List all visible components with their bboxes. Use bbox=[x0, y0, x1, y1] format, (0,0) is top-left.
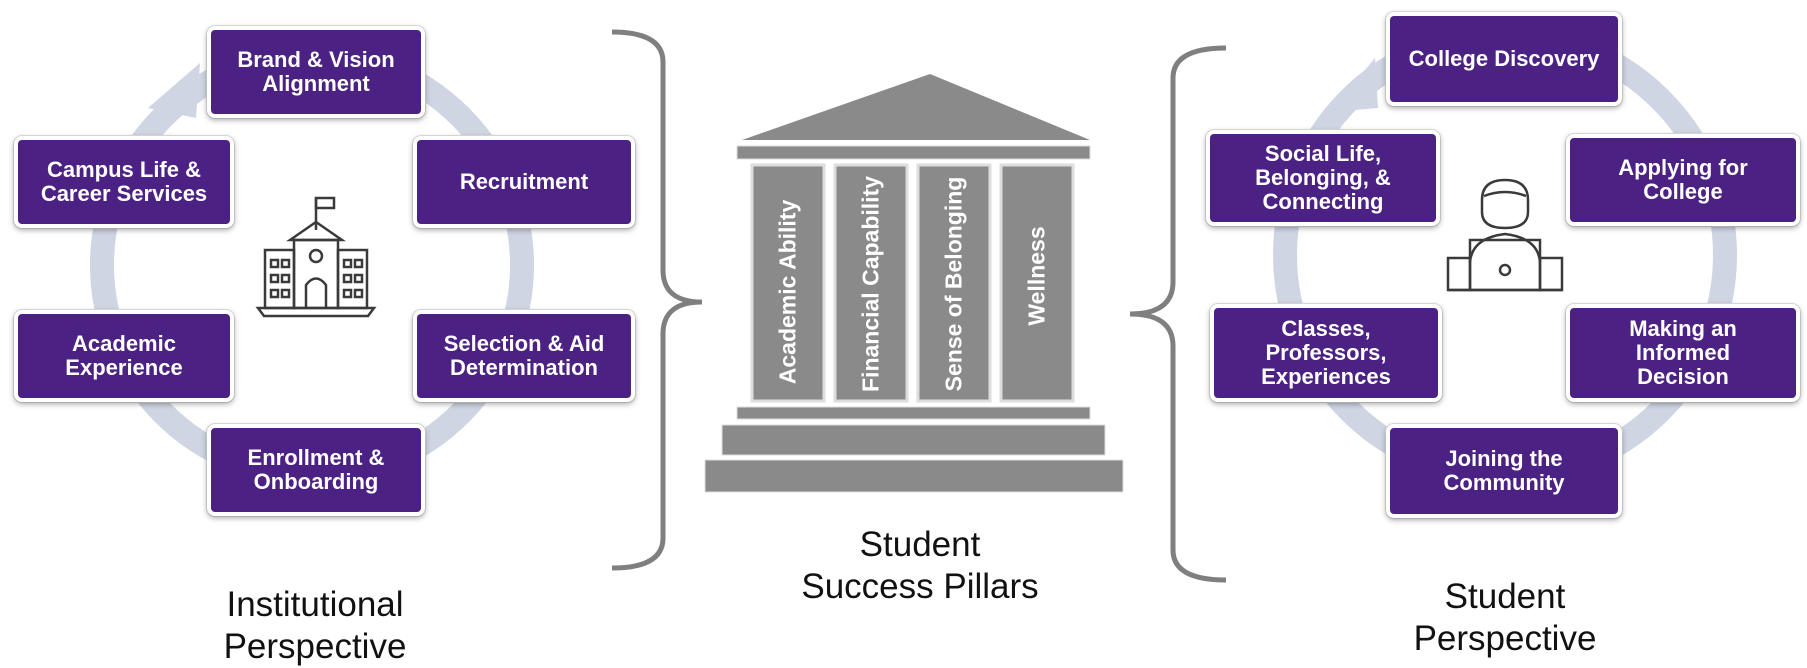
right-bracket bbox=[1129, 45, 1227, 583]
pillar-academic-ability: Academic Ability bbox=[774, 199, 801, 385]
cycle-arrow-icon bbox=[148, 63, 200, 118]
cycle-arrow-icon bbox=[1330, 58, 1378, 112]
step-classes-professors: Classes, Professors, Experiences bbox=[1210, 304, 1442, 402]
pillar-wellness: Wellness bbox=[1023, 226, 1050, 326]
step-joining-community: Joining the Community bbox=[1386, 424, 1622, 518]
student-perspective-caption: Student Perspective bbox=[1413, 577, 1597, 658]
step-enrollment-onboarding: Enrollment & Onboarding bbox=[207, 424, 425, 516]
school-building-icon bbox=[255, 196, 377, 318]
temple-icon bbox=[704, 74, 1124, 493]
step-college-discovery: College Discovery bbox=[1386, 12, 1622, 106]
step-applying-for-college: Applying for College bbox=[1566, 134, 1800, 226]
step-informed-decision: Making an Informed Decision bbox=[1566, 304, 1800, 402]
step-social-life: Social Life, Belonging, & Connecting bbox=[1206, 130, 1440, 226]
step-selection-aid: Selection & Aid Determination bbox=[413, 310, 635, 402]
person-laptop-icon bbox=[1446, 178, 1564, 292]
institutional-perspective-caption: Institutional Perspective bbox=[223, 585, 407, 666]
pillar-sense-of-belonging: Sense of Belonging bbox=[940, 176, 967, 392]
step-campus-life: Campus Life & Career Services bbox=[14, 136, 234, 228]
pillar-financial-capability: Financial Capability bbox=[857, 176, 884, 392]
left-bracket bbox=[611, 29, 703, 571]
institutional-cycle-ring bbox=[90, 43, 534, 487]
step-recruitment: Recruitment bbox=[413, 136, 635, 228]
student-success-pillars-caption: Student Success Pillars bbox=[801, 525, 1039, 606]
step-brand-vision-alignment: Brand & Vision Alignment bbox=[207, 26, 425, 118]
step-academic-experience: Academic Experience bbox=[14, 310, 234, 402]
